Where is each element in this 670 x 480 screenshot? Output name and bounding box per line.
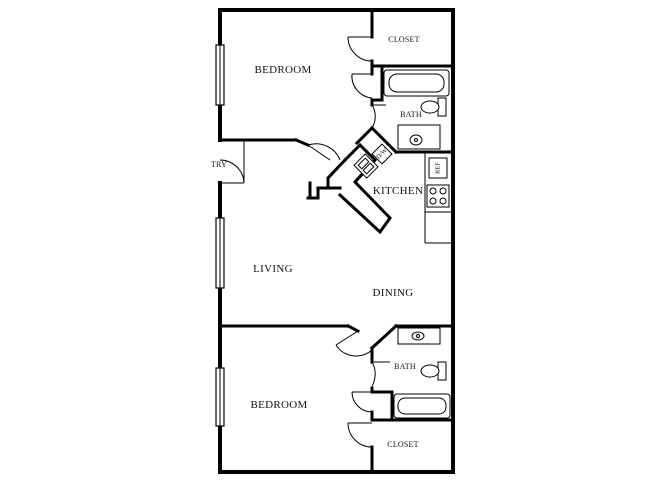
refrigerator: REF bbox=[428, 157, 448, 179]
kitchen-label: KITCHEN bbox=[373, 185, 423, 197]
bath-top-fixtures bbox=[383, 69, 450, 150]
living-label: LIVING bbox=[253, 263, 293, 275]
entry-door bbox=[219, 140, 245, 184]
dishwasher: D/W bbox=[371, 143, 393, 165]
bath-bottom-label: BATH bbox=[394, 362, 416, 371]
kitchen-fixtures: REF D/W bbox=[353, 143, 450, 208]
bath-top-door-2 bbox=[371, 104, 386, 129]
kitchen-sink-icon bbox=[353, 153, 379, 179]
bath-bottom-fixtures bbox=[393, 327, 451, 419]
closet-top-label: CLOSET bbox=[388, 35, 419, 44]
bath-bottom-door bbox=[371, 361, 390, 387]
bath-top-door bbox=[351, 73, 373, 99]
doors bbox=[219, 36, 390, 448]
bedroom-top-label: BEDROOM bbox=[254, 64, 311, 76]
bedroom-bottom-door bbox=[335, 330, 373, 357]
lower-interior-walls bbox=[218, 323, 455, 474]
dining-label: DINING bbox=[373, 287, 414, 299]
room-labels: BEDROOM CLOSET BATH KITCHEN TRY LIVING D… bbox=[211, 35, 423, 449]
bedroom-bottom-label: BEDROOM bbox=[250, 399, 307, 411]
windows bbox=[215, 44, 225, 427]
refrigerator-label: REF bbox=[434, 162, 441, 174]
stove-icon bbox=[426, 184, 450, 208]
toilet-top-icon bbox=[420, 97, 447, 117]
closet-top-door bbox=[347, 36, 374, 68]
upper-interior-walls bbox=[218, 8, 455, 155]
sink-top-icon bbox=[397, 124, 441, 150]
bath-top-label: BATH bbox=[400, 110, 422, 119]
kitchen-walls bbox=[306, 142, 453, 244]
closet-bottom-door bbox=[347, 422, 373, 448]
bath-bottom-door-2 bbox=[351, 391, 373, 413]
bedroom-top-door bbox=[307, 143, 341, 161]
toilet-bottom-icon bbox=[420, 361, 447, 381]
closet-bottom-label: CLOSET bbox=[387, 440, 418, 449]
entry-label: TRY bbox=[211, 160, 227, 169]
sink-bottom-icon bbox=[397, 327, 441, 345]
